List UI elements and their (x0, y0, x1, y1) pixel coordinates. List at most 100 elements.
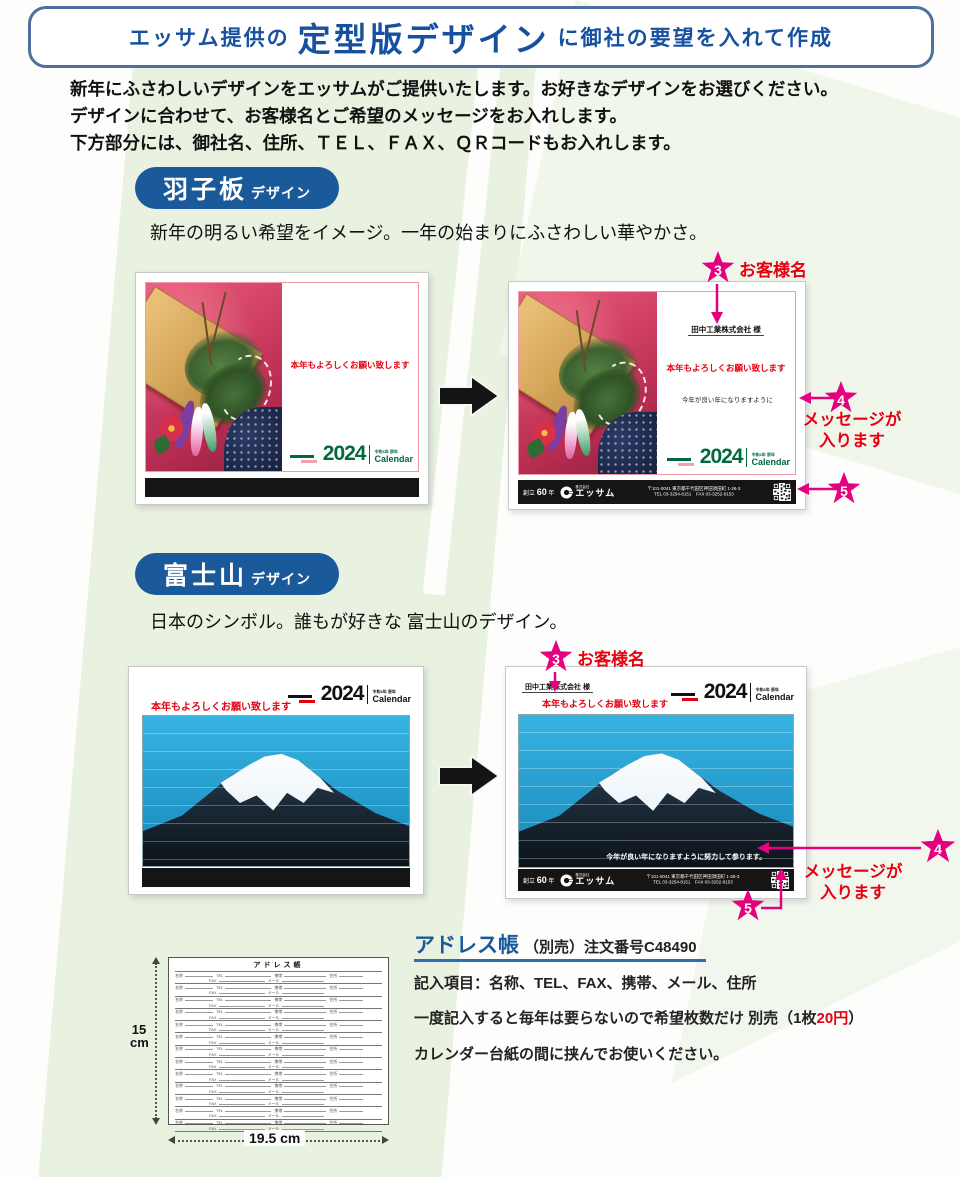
hagoita-description: 新年の明るい希望をイメージ。一年の始まりにふさわしい華やかさ。 (150, 223, 708, 243)
year-text: 2024 (320, 682, 365, 705)
address-book-heading: アドレス帳 （別売）注文番号C48490 (414, 929, 697, 959)
company-name: エッサム (575, 876, 616, 887)
heading-underline (414, 959, 706, 962)
fuji-section-badge: 富士山 デザイン (135, 553, 339, 595)
company-name: エッサム (575, 488, 616, 499)
hagoita-section-badge: 羽子板 デザイン (135, 167, 339, 209)
year-text: 2024 (703, 680, 748, 703)
width-dimension-label: 19.5 cm (244, 1130, 306, 1146)
address-book-title: アドレス帳 (414, 934, 519, 957)
header-title: 定型版デザイン (297, 21, 550, 58)
sheet-title: アドレス帳 (253, 962, 304, 969)
calendar-card-fuji-after: 田中工業株式会社 様 本年もよろしくお願い致します 2024 令和6年 辰年 C… (505, 666, 807, 899)
intro-line-2: デザインに合わせて、お客様名とご希望のメッセージをお入れします。 (70, 106, 628, 126)
annotation-arrow-left-icon (799, 392, 839, 404)
transform-arrow-icon (438, 374, 501, 418)
price-text: 20円 (816, 1010, 849, 1027)
card-frame: 本年もよろしくお願い致します 2024 令和6年 辰年 Calendar (145, 282, 419, 472)
annotation-arrow-elbow-icon (761, 868, 787, 910)
greeting-text: 本年もよろしくお願い致します (542, 699, 669, 709)
essam-logo: 株式会社エッサム (560, 872, 616, 887)
essam-mark-icon (560, 874, 574, 886)
fuji-photo: 今年が良い年になりますように努力して参ります。 (518, 714, 794, 868)
calendar-2024-logo: 2024 令和6年 辰年 Calendar (670, 680, 794, 703)
hagoita-photo (146, 283, 282, 471)
essam-mark-icon (560, 486, 574, 498)
era-text: 令和6年 辰年 (755, 687, 779, 692)
customer-name-annotation: お客様名 (577, 650, 645, 669)
fuji-photo (142, 715, 410, 867)
message-annotation: メッセージが入ります (802, 411, 902, 450)
card-text-area: 本年もよろしくお願い致します 2024 令和6年 辰年 Calendar (282, 283, 418, 471)
badge-main-label: 富士山 (162, 562, 247, 590)
calendar-word: Calendar (751, 457, 790, 467)
annotation-arrow-down-icon (711, 284, 723, 324)
header-suffix: に御社の要望を入れて作成 (557, 27, 833, 50)
greeting-text: 本年もよろしくお願い致します (151, 702, 291, 713)
calendar-card-hagoita-before: 本年もよろしくお願い致します 2024 令和6年 辰年 Calendar (135, 272, 429, 505)
annotation-arrow-left-icon (797, 483, 839, 495)
intro-line-1: 新年にふさわしいデザインをエッサムがご提供いたします。お好きなデザインをお選びく… (70, 79, 838, 99)
card-text-area: 田中工業株式会社 様 本年もよろしくお願い致します 今年が良い年になりますように… (657, 292, 795, 474)
year-text: 2024 (699, 445, 744, 468)
greeting-text: 本年もよろしくお願い致します (290, 360, 410, 370)
customer-name-text: 田中工業株式会社 様 (657, 324, 795, 336)
calendar-word: Calendar (374, 454, 413, 464)
header-banner: エッサム提供の 定型版デザイン に御社の要望を入れて作成 (28, 6, 934, 68)
height-dimension-line (150, 957, 162, 1125)
transform-arrow-icon (438, 754, 501, 798)
badge-main-label: 羽子板 (162, 176, 247, 204)
custom-message-text: 今年が良い年になりますように (681, 397, 773, 404)
founding-label: 創立 60 年 (523, 487, 555, 497)
fuji-description: 日本のシンボル。誰もが好きな 富士山のデザイン。 (150, 612, 568, 632)
calendar-2024-logo: 2024 令和6年 辰年 Calendar (289, 442, 413, 465)
customer-name-annotation: お客様名 (739, 261, 807, 280)
customer-name-text: 田中工業株式会社 様 (522, 682, 593, 693)
qr-code (773, 483, 791, 501)
card-frame: 田中工業株式会社 様 本年もよろしくお願い致します 今年が良い年になりますように… (518, 291, 796, 475)
calendar-word: Calendar (755, 692, 794, 702)
era-text: 令和6年 辰年 (374, 449, 398, 454)
era-text: 令和6年 辰年 (372, 689, 396, 694)
year-text: 2024 (322, 442, 367, 465)
calendar-2024-logo: 2024 令和6年 辰年 Calendar (287, 682, 411, 705)
address-book-line-3: カレンダー台紙の間に挟んでお使いください。 (414, 1046, 729, 1063)
annotation-arrow-down-icon (549, 672, 561, 692)
annotation-arrow-left-icon (757, 842, 921, 854)
corp-prefix: 株式会社 (575, 484, 590, 489)
corp-prefix: 株式会社 (575, 872, 590, 877)
header-prefix: エッサム提供の (129, 27, 290, 50)
badge-sub-label: デザイン (251, 570, 311, 587)
blank-footer-strip (142, 868, 410, 887)
company-footer-strip: 創立 60 年 株式会社エッサム 〒101-0041 東京都千代田区神田須田町 … (518, 869, 794, 891)
photo-message-text: 今年が良い年になりますように努力して参ります。 (606, 854, 767, 861)
address-book-line-1: 記入項目：名称、TEL、FAX、携帯、メール、住所 (414, 975, 757, 992)
calendar-card-hagoita-after: 田中工業株式会社 様 本年もよろしくお願い致します 今年が良い年になりますように… (508, 281, 806, 510)
calendar-word: Calendar (372, 694, 411, 704)
calendar-card-fuji-before: 本年もよろしくお願い致します 2024 令和6年 辰年 Calendar (128, 666, 424, 895)
company-footer-strip: 創立 60 年 株式会社エッサム 〒101-0041 東京都千代田区神田須田町 … (518, 480, 796, 504)
era-text: 令和6年 辰年 (751, 452, 775, 457)
hagoita-photo (519, 292, 657, 474)
calendar-2024-logo: 2024 令和6年 辰年 Calendar (666, 445, 790, 468)
founding-label: 創立 60 年 (523, 875, 555, 885)
blank-footer-strip (145, 478, 419, 497)
address-book-line-2: 一度記入すると毎年は要らないので希望枚数だけ 別売（1枚20円） (414, 1010, 864, 1027)
essam-logo: 株式会社エッサム (560, 484, 616, 499)
